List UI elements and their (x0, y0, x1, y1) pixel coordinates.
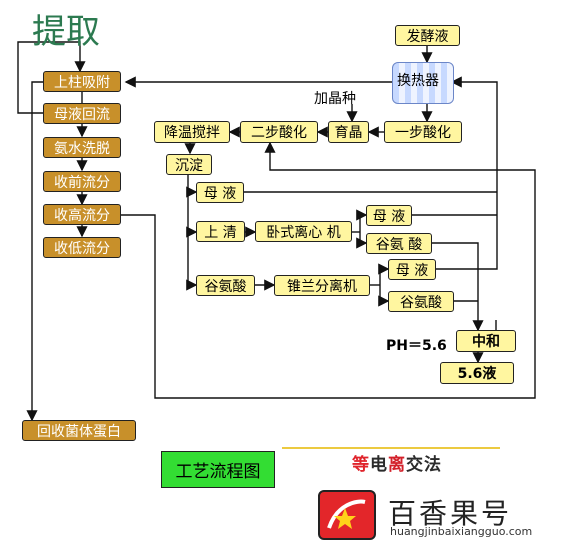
glutamic-acid-1: 谷氨 酸 (366, 233, 432, 254)
column-adsorption: 上柱吸附 (43, 71, 121, 92)
front-fraction: 收前流分 (43, 171, 121, 192)
heat-exchanger-label: 换热器 (397, 73, 439, 89)
disc-separator: 锥兰分离机 (274, 275, 370, 296)
horizontal-centrifuge: 卧式离心 机 (255, 221, 352, 242)
product-liquor: 5.6液 (440, 362, 514, 384)
brand-slogan-char: 离 (388, 455, 406, 475)
neutralize: 中和 (456, 330, 516, 352)
brand-slogan-char: 电 (370, 455, 388, 475)
mother-liquor-2: 母 液 (366, 205, 412, 226)
mother-liquor-3: 母 液 (388, 259, 436, 280)
brand-url: huangjinbaixiangguo.com (390, 525, 533, 538)
brand-logo (318, 490, 376, 540)
recover-protein: 回收菌体蛋白 (22, 420, 136, 441)
settle: 沉淀 (166, 154, 212, 175)
first-acidification: 一步酸化 (384, 121, 462, 143)
low-fraction: 收低流分 (43, 237, 121, 258)
glutamic-acid-3: 谷氨酸 (388, 291, 454, 312)
glutamic-acid-2: 谷氨酸 (196, 275, 255, 296)
mother-liquor-1: 母 液 (196, 182, 244, 203)
diagram-label: 工艺流程图 (161, 451, 275, 488)
brand-slogan: 等电离交法 (352, 450, 442, 475)
fermentation-broth: 发酵液 (395, 25, 460, 46)
brand-name: 百香果号 (388, 497, 513, 530)
page-title: 提取 (32, 12, 100, 52)
ammonia-elution: 氨水洗脱 (43, 137, 121, 158)
mother-liquor-reflux: 母液回流 (43, 103, 121, 124)
high-fraction: 收高流分 (43, 204, 121, 225)
crystal-growing: 育晶 (328, 121, 369, 143)
ph-label: PH＝5.6 (386, 338, 447, 354)
supernatant: 上 清 (196, 221, 245, 242)
seed-label: 加晶种 (314, 91, 356, 107)
heat-exchanger-icon (392, 62, 454, 104)
second-acidification: 二步酸化 (240, 121, 318, 143)
star-logo-icon (327, 499, 366, 529)
brand-slogan-char: 交 (406, 455, 424, 475)
brand-slogan-char: 等 (352, 455, 370, 475)
cooling-stirring: 降温搅拌 (154, 121, 230, 143)
brand-slogan-char: 法 (424, 455, 442, 475)
